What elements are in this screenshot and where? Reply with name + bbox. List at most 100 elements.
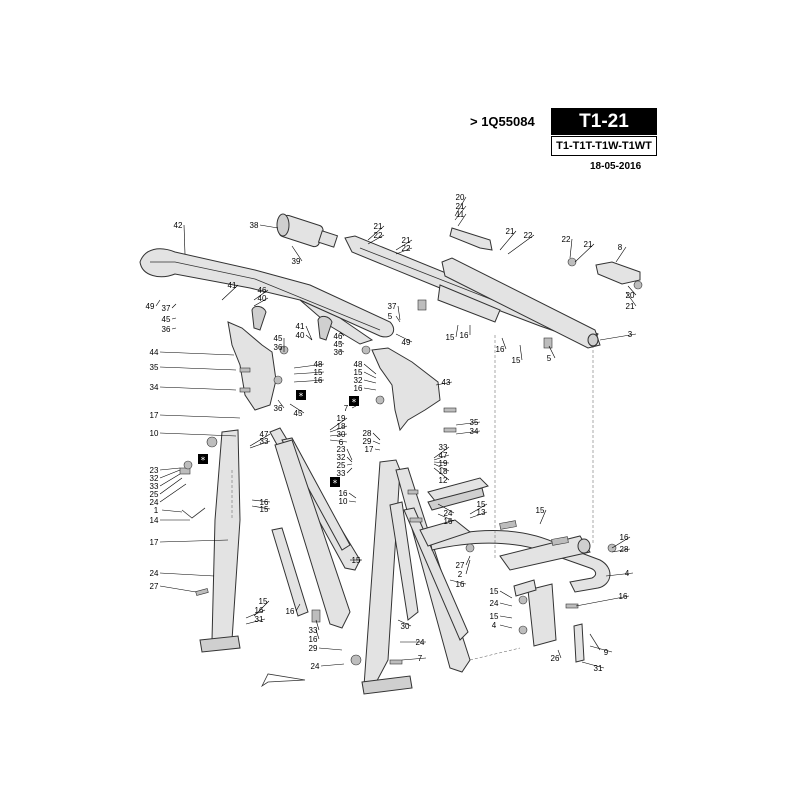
callout-number: 49 xyxy=(402,338,411,347)
callout-leader-line xyxy=(469,511,488,519)
callout-number: 11 xyxy=(456,210,465,219)
callout-number: 46 xyxy=(334,332,343,341)
callout-leader-line xyxy=(329,433,348,437)
callout-leader-line xyxy=(171,327,177,330)
callout-leader-line xyxy=(433,461,450,464)
callout-number: 10 xyxy=(150,429,159,438)
callout-number: 20 xyxy=(456,193,465,202)
callout-leader-line xyxy=(293,363,325,369)
callout-number: 12 xyxy=(439,476,448,485)
callout-leader-line xyxy=(519,344,523,361)
callout-number: 33 xyxy=(337,469,346,478)
callout-number: 16 xyxy=(460,331,469,340)
callout-number: 24 xyxy=(150,498,159,507)
callout-leader-line xyxy=(605,572,634,577)
callout-number: 35 xyxy=(150,363,159,372)
callout-leader-line xyxy=(575,595,630,607)
callout-number: 28 xyxy=(363,429,372,438)
callout-leader-line xyxy=(397,305,401,321)
callout-number: 15 xyxy=(314,368,323,377)
callout-leader-line xyxy=(249,433,271,447)
callout-number: 13 xyxy=(477,508,486,517)
callout-leader-line xyxy=(159,585,197,593)
callout-number: 31 xyxy=(594,664,603,673)
callout-leader-line xyxy=(625,291,637,307)
callout-leader-line xyxy=(539,509,547,525)
callout-number: 41 xyxy=(228,281,237,290)
callout-leader-line xyxy=(437,503,455,514)
callout-leader-line xyxy=(159,351,235,356)
callout-leader-line xyxy=(599,333,637,341)
callout-leader-line xyxy=(363,363,377,375)
callout-number: 18 xyxy=(439,467,448,476)
callout-leader-line xyxy=(305,325,313,341)
callout-leader-line xyxy=(346,448,353,461)
callout-number: 19 xyxy=(439,459,448,468)
callout-number: 47 xyxy=(439,451,448,460)
callout-number: 19 xyxy=(337,414,346,423)
callout-number: 40 xyxy=(296,331,305,340)
callout-number: 15 xyxy=(536,506,545,515)
callout-leader-line xyxy=(395,333,413,343)
callout-number: 16 xyxy=(456,580,465,589)
callout-leader-line xyxy=(395,315,401,323)
callout-number: 16 xyxy=(444,517,453,526)
callout-number: 21 xyxy=(506,227,515,236)
callout-leader-line xyxy=(251,505,271,510)
callout-number: 15 xyxy=(352,556,361,565)
clip-pin xyxy=(573,623,601,663)
callout-leader-line xyxy=(499,615,513,619)
callout-leader-line xyxy=(574,243,595,263)
callout-number: 33 xyxy=(439,443,448,452)
callout-leader-line xyxy=(159,469,181,479)
callout-number: 32 xyxy=(337,453,346,462)
callout-number: 45 xyxy=(162,315,171,324)
model-list: T1-T1T-T1W-T1WT xyxy=(551,136,657,156)
callout-number: 45 xyxy=(294,409,303,418)
callout-number: 25 xyxy=(150,490,159,499)
callout-number: 29 xyxy=(363,437,372,446)
callout-number: 34 xyxy=(150,383,159,392)
callout-number: 35 xyxy=(470,418,479,427)
actuator-motor xyxy=(276,213,339,248)
callout-number: 16 xyxy=(620,533,629,542)
callout-leader-line xyxy=(253,297,269,307)
callout-leader-line xyxy=(367,234,385,245)
right-side-plate xyxy=(371,347,441,432)
callout-number: 28 xyxy=(620,545,629,554)
callout-number: 5 xyxy=(388,312,393,321)
callout-leader-line xyxy=(159,539,229,543)
callout-leader-line xyxy=(363,387,377,391)
callout-number: 17 xyxy=(150,538,159,547)
callout-leader-line xyxy=(499,590,513,599)
callout-number: 23 xyxy=(150,466,159,475)
callout-number: 46 xyxy=(258,286,267,295)
callout-number: 22 xyxy=(524,231,533,240)
callout-leader-line xyxy=(457,213,467,227)
callout-number: 24 xyxy=(150,569,159,578)
callout-number: 16 xyxy=(309,635,318,644)
svg-text:*: * xyxy=(299,392,304,402)
callout-number: 21 xyxy=(402,236,411,245)
callout-leader-line xyxy=(339,349,345,353)
callout-leader-line xyxy=(372,432,381,441)
callout-leader-line xyxy=(339,331,345,337)
callout-number: 34 xyxy=(470,427,479,436)
direction-arrow-icon xyxy=(260,673,306,688)
callout-leader-line xyxy=(557,649,562,659)
callout-number: 32 xyxy=(354,376,363,385)
page-code-badge: T1-21 xyxy=(551,108,657,135)
svg-text:*: * xyxy=(333,479,338,489)
callout-number: 18 xyxy=(337,422,346,431)
callout-leader-line xyxy=(245,609,266,619)
callout-leader-line xyxy=(454,205,467,221)
callout-leader-line xyxy=(501,337,507,350)
left-upright-post xyxy=(199,429,241,653)
callout-number: 23 xyxy=(337,445,346,454)
callout-number: 15 xyxy=(490,612,499,621)
callout-leader-line xyxy=(289,403,305,414)
callout-leader-line xyxy=(569,238,573,259)
callout-number: 9 xyxy=(604,648,609,657)
callout-leader-line xyxy=(499,624,513,629)
